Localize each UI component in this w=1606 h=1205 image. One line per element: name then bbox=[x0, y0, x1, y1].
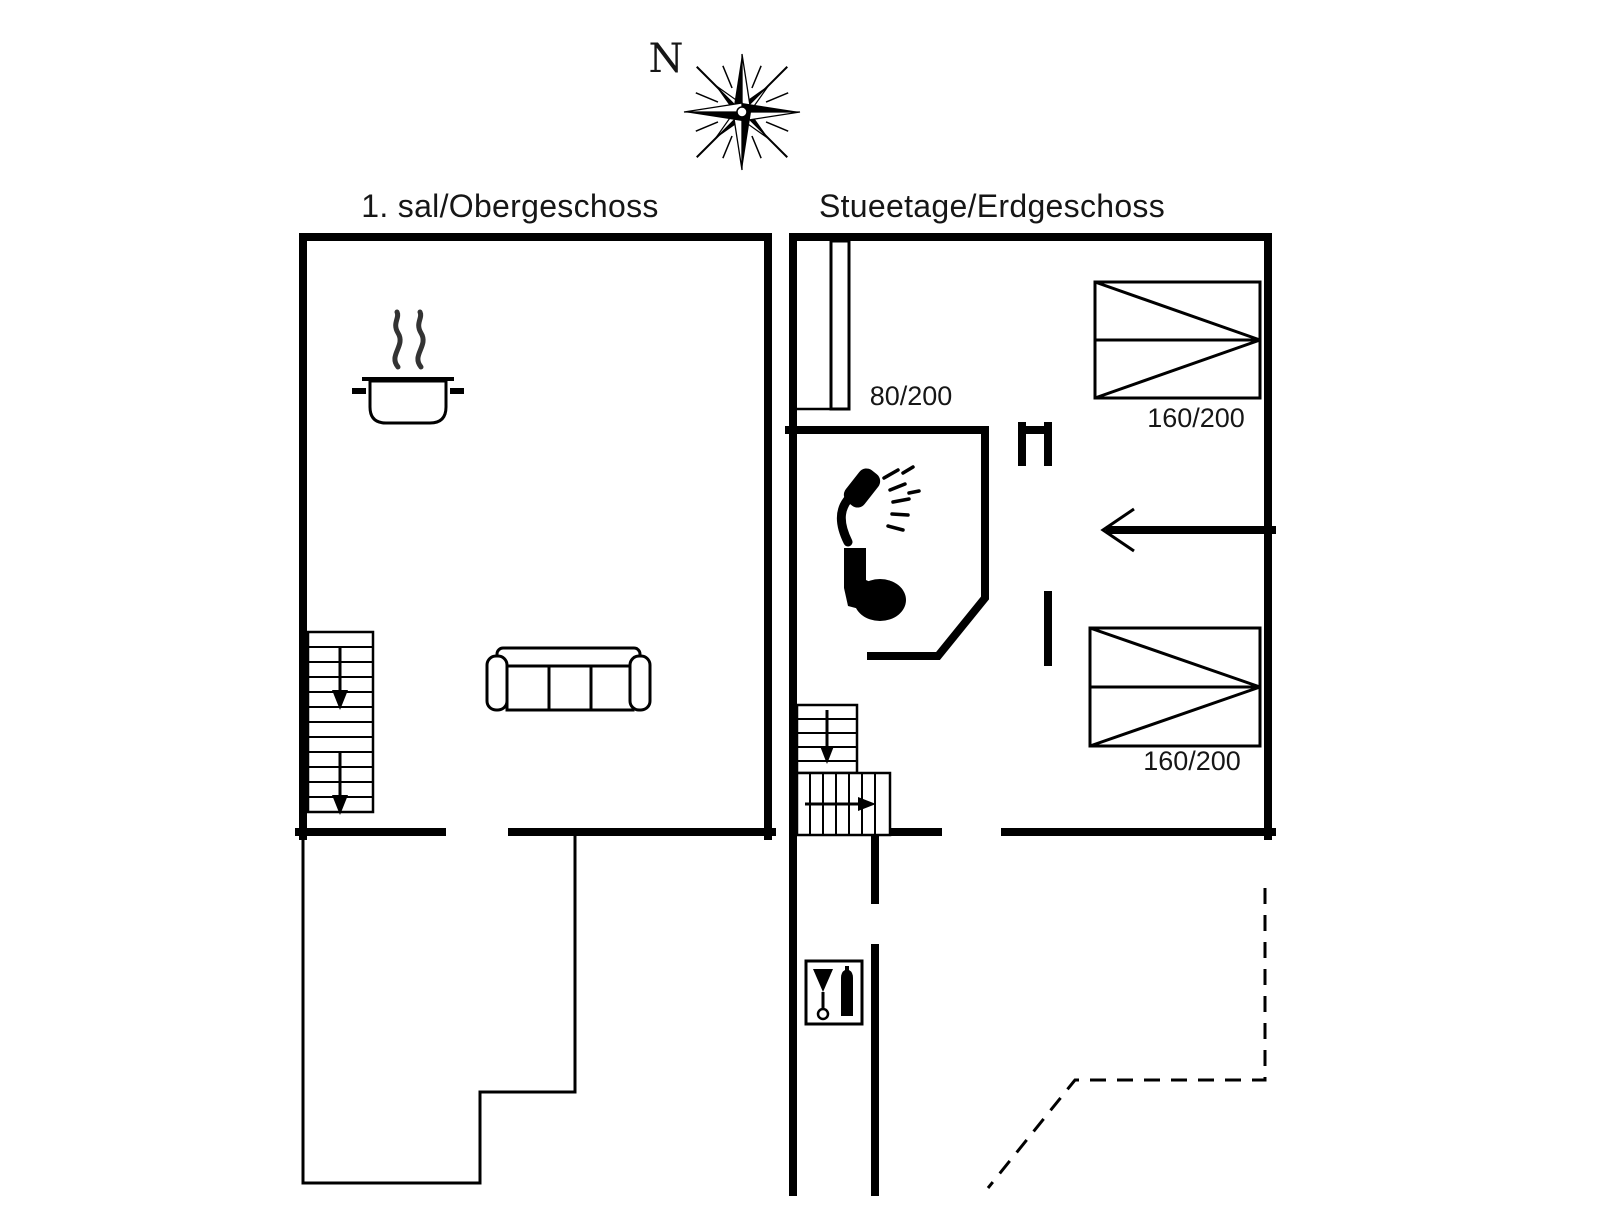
entrance-door-icon bbox=[797, 239, 851, 411]
bed-size-label-2: 160/200 bbox=[1143, 746, 1241, 776]
shower-icon bbox=[836, 465, 921, 547]
toilet-icon bbox=[844, 548, 906, 621]
sofa-icon bbox=[485, 646, 652, 712]
terrace-outline bbox=[301, 836, 577, 1185]
double-bed-icon bbox=[1093, 280, 1262, 400]
north-label: N bbox=[649, 36, 684, 82]
stairs-icon bbox=[795, 703, 892, 837]
compass-rose-icon bbox=[683, 53, 801, 171]
ground-floor-plan: 80/200 160/200 160/200 bbox=[785, 233, 1276, 1196]
floor-title-upper: 1. sal/Obergeschoss bbox=[361, 188, 658, 224]
upper-floor-plan bbox=[295, 233, 776, 1185]
stairs-down-arrow bbox=[805, 710, 876, 811]
cooking-pot-icon bbox=[352, 309, 464, 425]
upper-floor-walls bbox=[295, 233, 776, 840]
door-size-label: 80/200 bbox=[870, 381, 953, 411]
bed-size-label-1: 160/200 bbox=[1147, 403, 1245, 433]
double-bed-icon bbox=[1088, 626, 1262, 748]
open-terrace-dashed-outline bbox=[986, 888, 1267, 1189]
dishwasher-icon bbox=[804, 959, 864, 1026]
door-opening-icon bbox=[1100, 507, 1135, 553]
floor-title-ground: Stueetage/Erdgeschoss bbox=[819, 188, 1165, 224]
stairs-icon bbox=[306, 630, 375, 815]
stairs-down-arrow bbox=[332, 646, 348, 815]
ground-floor-walls bbox=[785, 233, 1276, 1196]
